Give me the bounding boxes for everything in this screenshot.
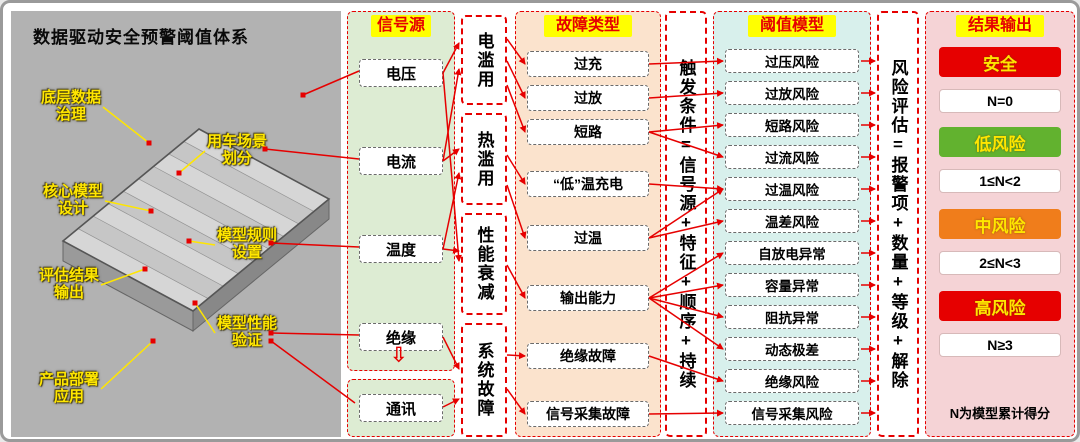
threshold-model-item: 容量异常 — [725, 273, 859, 297]
result-output-header: 结果输出 — [956, 15, 1044, 37]
flow-label-scenario-division: 用车场景划分 — [207, 133, 268, 168]
threshold-model-item: 绝缘风险 — [725, 369, 859, 393]
threshold-model-item: 信号采集风险 — [725, 401, 859, 425]
abuse-category: 电滥用 — [461, 15, 507, 105]
fault-type-item: 过温 — [527, 225, 649, 251]
flow-label-result-output: 评估结果输出 — [39, 267, 100, 302]
threshold-model-item: 自放电异常 — [725, 241, 859, 265]
signal-item: 电流 — [359, 147, 443, 175]
threshold-model-item: 过温风险 — [725, 177, 859, 201]
fault-type-item: 过充 — [527, 51, 649, 77]
trigger-condition-box: 触发条件=信号源+特征+顺序+持续 — [665, 11, 707, 437]
fault-type-item: 短路 — [527, 119, 649, 145]
signal-item: 电压 — [359, 59, 443, 87]
threshold-model-item: 过放风险 — [725, 81, 859, 105]
fault-type-item: “低”温充电 — [527, 171, 649, 197]
risk-level-badge: 安全 — [939, 47, 1061, 77]
flow-label-core-model-design: 核心模型设计 — [43, 183, 104, 218]
signal-item: 温度 — [359, 235, 443, 263]
flow-down-arrow-icon: ⇩ — [390, 344, 408, 367]
battery-pack-illustration — [61, 106, 331, 390]
threshold-model-item: 阻抗异常 — [725, 305, 859, 329]
diagram-title: 数据驱动安全预警阈值体系 — [33, 28, 249, 47]
score-range: 2≤N<3 — [939, 251, 1061, 275]
risk-assessment-box: 风险评估=报警项+数量+等级+解除 — [877, 11, 919, 437]
threshold-model-header: 阈值模型 — [748, 15, 836, 37]
fault-type-header: 故障类型 — [544, 15, 632, 37]
abuse-category: 系统故障 — [461, 323, 507, 437]
fault-type-item: 输出能力 — [527, 285, 649, 311]
abuse-category: 性能衰减 — [461, 213, 507, 315]
threshold-model-item: 温差风险 — [725, 209, 859, 233]
score-range: N=0 — [939, 89, 1061, 113]
threshold-model-item: 短路风险 — [725, 113, 859, 137]
signal-source-header: 信号源 — [371, 15, 431, 37]
overview-panel: 数据驱动安全预警阈值体系 底层数据治理用车场景划分核心模型设计模型规则设置评估结… — [11, 11, 341, 437]
threshold-model-item: 过流风险 — [725, 145, 859, 169]
flow-label-data-governance: 底层数据治理 — [41, 89, 102, 124]
risk-level-badge: 中风险 — [939, 209, 1061, 239]
score-note: N为模型累计得分 — [949, 406, 1051, 421]
threshold-model-item: 动态极差 — [725, 337, 859, 361]
signal-item-comm: 通讯 — [359, 394, 443, 422]
fault-type-item: 信号采集故障 — [527, 401, 649, 427]
flow-label-model-rule-setting: 模型规则设置 — [217, 227, 278, 262]
fault-type-item: 绝缘故障 — [527, 343, 649, 369]
signal-item: 绝缘 — [359, 323, 443, 351]
score-range: 1≤N<2 — [939, 169, 1061, 193]
abuse-category: 热滥用 — [461, 113, 507, 205]
threshold-model-item: 过压风险 — [725, 49, 859, 73]
risk-level-badge: 高风险 — [939, 291, 1061, 321]
flow-label-deployment-application: 产品部署应用 — [39, 371, 100, 406]
flow-label-model-validation: 模型性能验证 — [217, 315, 278, 350]
score-range: N≥3 — [939, 333, 1061, 357]
fault-type-item: 过放 — [527, 85, 649, 111]
risk-level-badge: 低风险 — [939, 127, 1061, 157]
